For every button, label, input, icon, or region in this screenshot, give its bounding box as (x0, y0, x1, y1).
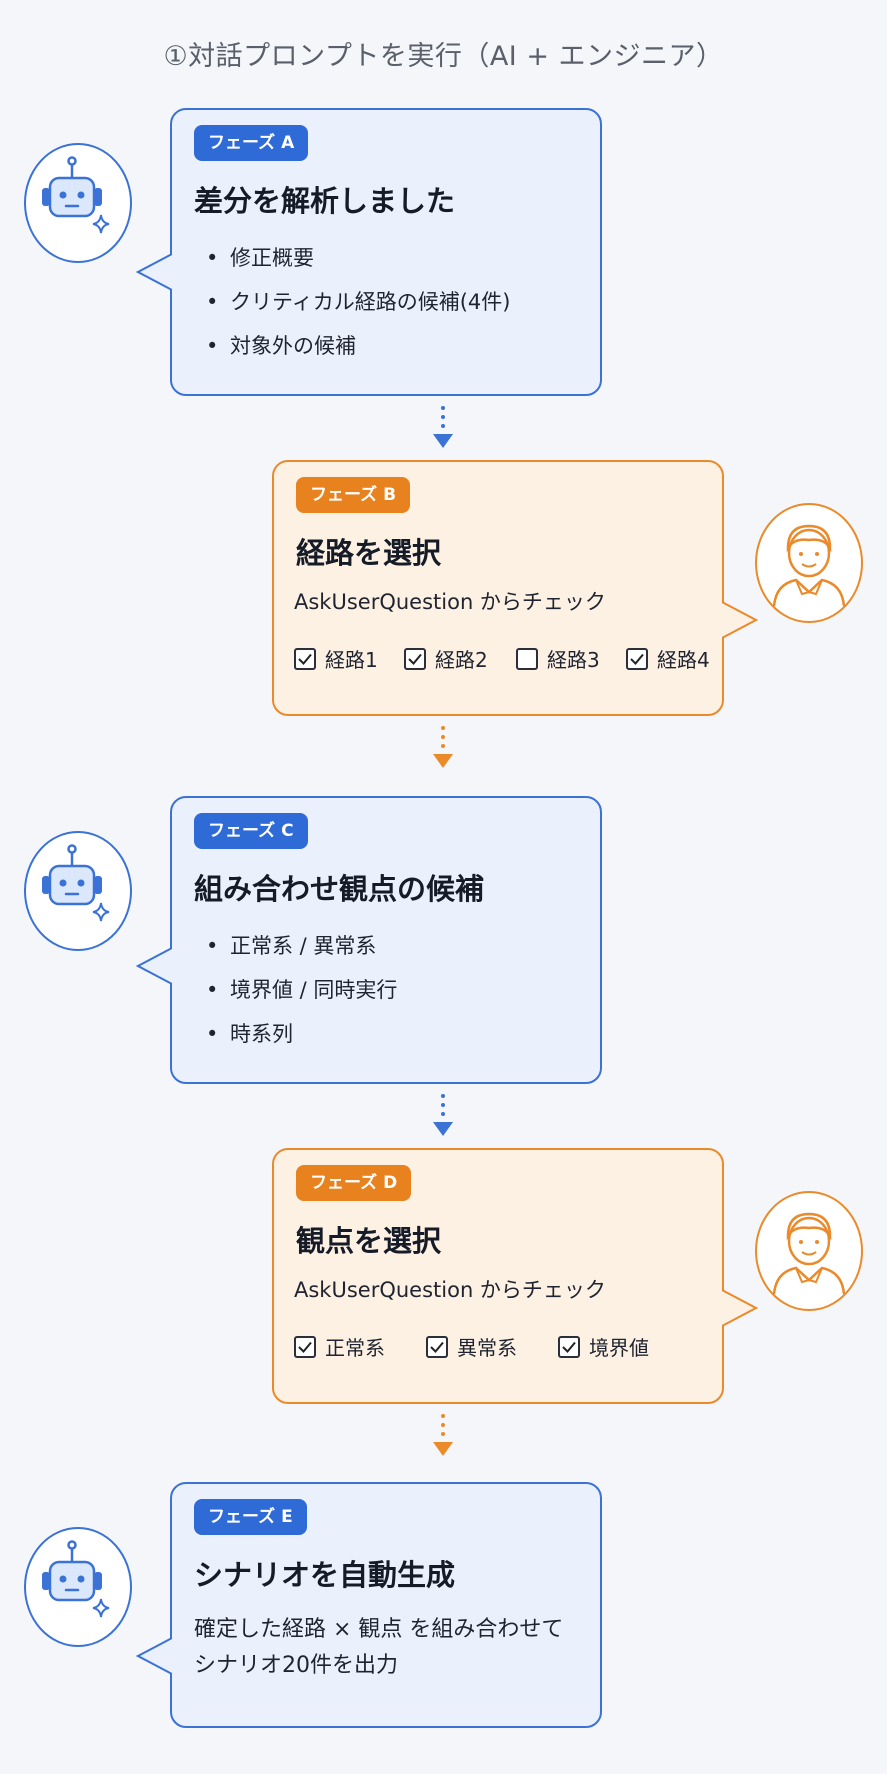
speech-tail (722, 1289, 758, 1327)
phase-a-badge: フェーズ A (194, 125, 309, 161)
checkbox-checked-icon (626, 647, 648, 670)
checkbox-route-2[interactable]: 経路2 (404, 644, 516, 673)
checkbox-label: 経路3 (547, 648, 600, 672)
checkbox-checked-icon (294, 1335, 316, 1358)
speech-tail (136, 1637, 172, 1675)
list-item: クリティカル経路の候補(4件) (206, 280, 511, 324)
flow-arrow (433, 1094, 453, 1136)
robot-icon (24, 143, 132, 263)
checkbox-checked-icon (426, 1335, 448, 1358)
checkbox-label: 正常系 (325, 1336, 385, 1360)
phase-d-badge: フェーズ D (296, 1165, 412, 1201)
phase-a-card: フェーズ A 差分を解析しました 修正概要 クリティカル経路の候補(4件) 対象… (170, 108, 602, 396)
checkbox-label: 経路4 (657, 648, 710, 672)
phase-b-checklist: 経路1 経路2 経路3 経路4 (294, 644, 710, 673)
flow-arrow (433, 1414, 453, 1456)
checkbox-checked-icon (404, 647, 426, 670)
phase-c-heading: 組み合わせ観点の候補 (194, 872, 485, 906)
engineer-icon (755, 503, 863, 623)
phase-d-card: フェーズ D 観点を選択 AskUserQuestion からチェック 正常系 … (272, 1148, 724, 1404)
checkbox-route-3[interactable]: 経路3 (516, 644, 626, 673)
flow-arrow (433, 726, 453, 768)
checkbox-route-4[interactable]: 経路4 (626, 644, 710, 673)
list-item: 境界値 / 同時実行 (206, 968, 397, 1012)
list-item: 時系列 (206, 1012, 397, 1056)
checkbox-label: 境界値 (589, 1336, 649, 1360)
phase-d-subtext: AskUserQuestion からチェック (294, 1278, 606, 1302)
phase-c-card: フェーズ C 組み合わせ観点の候補 正常系 / 異常系 境界値 / 同時実行 時… (170, 796, 602, 1084)
phase-e-badge: フェーズ E (194, 1499, 307, 1535)
list-item: 対象外の候補 (206, 324, 511, 368)
phase-e-line-1: 確定した経路 × 観点 を組み合わせて (194, 1617, 564, 1642)
phase-a-heading: 差分を解析しました (194, 184, 456, 218)
phase-e-line-2: シナリオ20件を出力 (194, 1653, 398, 1678)
phase-b-card: フェーズ B 経路を選択 AskUserQuestion からチェック 経路1 … (272, 460, 724, 716)
checkbox-checked-icon (558, 1335, 580, 1358)
list-item: 正常系 / 異常系 (206, 924, 397, 968)
checkbox-unchecked-icon (516, 647, 538, 670)
phase-b-heading: 経路を選択 (296, 536, 442, 570)
phase-b-subtext: AskUserQuestion からチェック (294, 590, 606, 614)
page-title: ①対話プロンプトを実行（AI + エンジニア） (163, 41, 724, 72)
speech-tail (136, 947, 172, 985)
list-item: 修正概要 (206, 236, 511, 280)
phase-e-card: フェーズ E シナリオを自動生成 確定した経路 × 観点 を組み合わせて シナリ… (170, 1482, 602, 1728)
speech-tail (136, 253, 172, 291)
robot-icon (24, 831, 132, 951)
flow-arrow (433, 406, 453, 448)
phase-c-list: 正常系 / 異常系 境界値 / 同時実行 時系列 (206, 924, 397, 1056)
checkbox-normal[interactable]: 正常系 (294, 1332, 426, 1361)
phase-d-heading: 観点を選択 (296, 1224, 442, 1258)
checkbox-label: 経路2 (435, 648, 488, 672)
speech-tail (722, 601, 758, 639)
checkbox-checked-icon (294, 647, 316, 670)
phase-e-heading: シナリオを自動生成 (194, 1558, 456, 1592)
engineer-icon (755, 1191, 863, 1311)
checkbox-label: 経路1 (325, 648, 378, 672)
checkbox-route-1[interactable]: 経路1 (294, 644, 404, 673)
checkbox-label: 異常系 (457, 1336, 517, 1360)
checkbox-boundary[interactable]: 境界値 (558, 1332, 649, 1361)
phase-d-checklist: 正常系 異常系 境界値 (294, 1332, 649, 1361)
phase-a-list: 修正概要 クリティカル経路の候補(4件) 対象外の候補 (206, 236, 511, 368)
robot-icon (24, 1527, 132, 1647)
phase-b-badge: フェーズ B (296, 477, 411, 513)
checkbox-abnormal[interactable]: 異常系 (426, 1332, 558, 1361)
phase-c-badge: フェーズ C (194, 813, 308, 849)
